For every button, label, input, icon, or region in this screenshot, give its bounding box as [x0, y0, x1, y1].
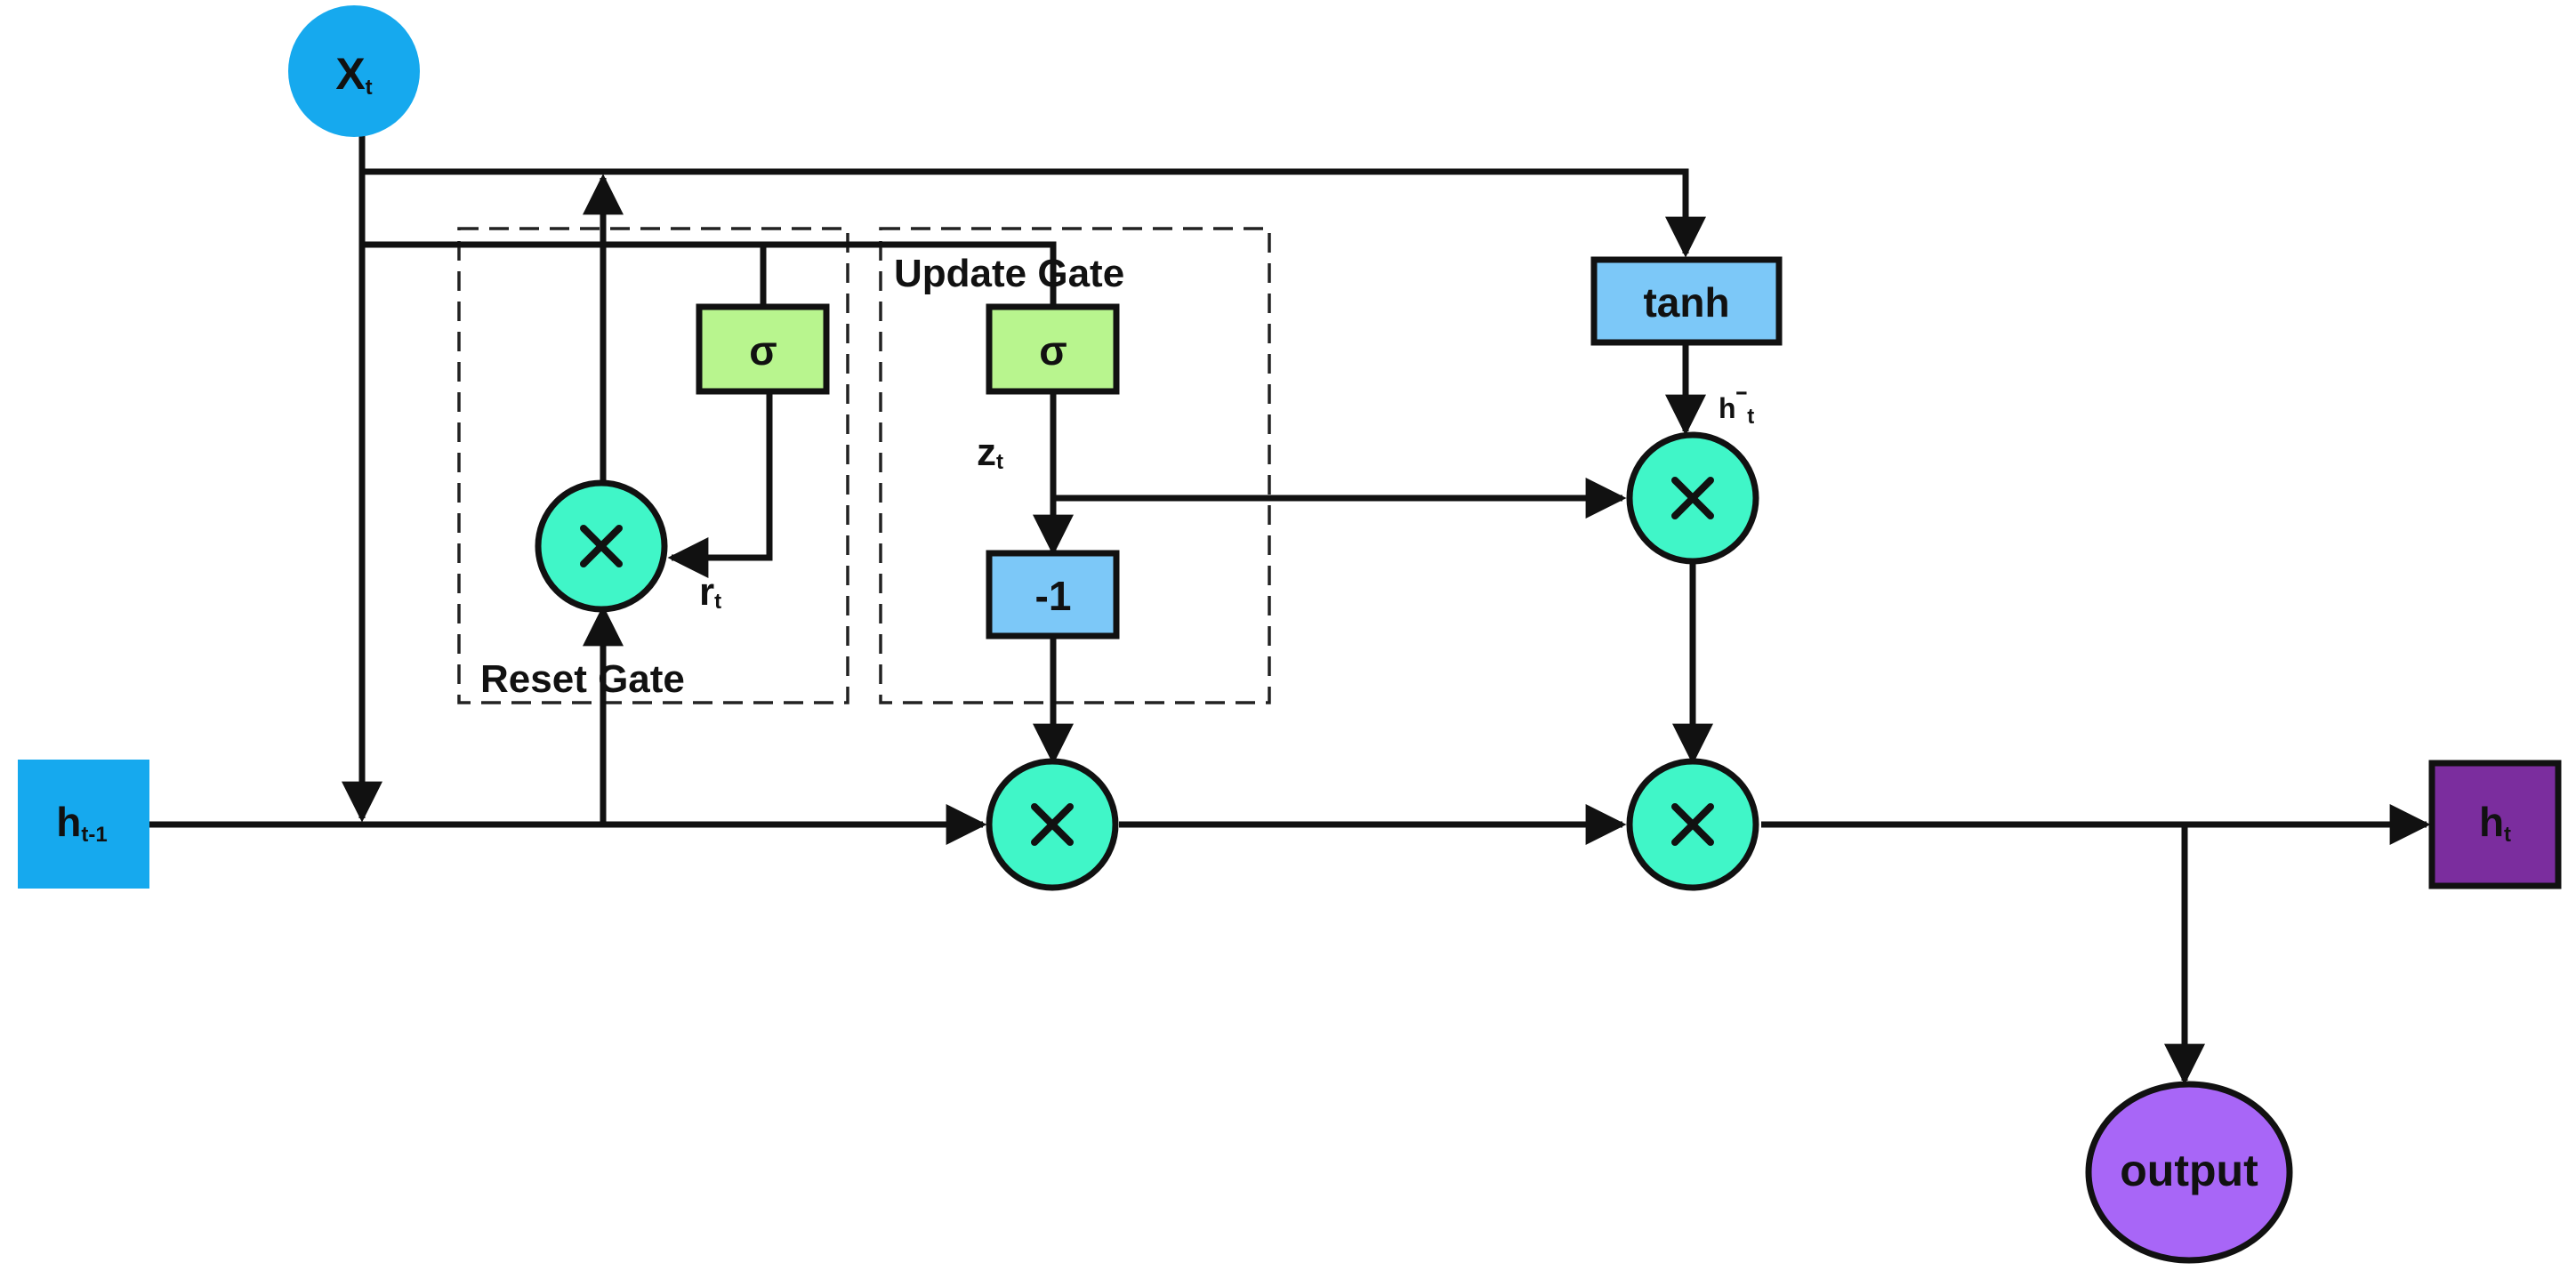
multiply-icon [580, 525, 623, 567]
multiply-icon [1031, 803, 1074, 846]
final-multiply-node [1626, 758, 1759, 891]
multiply-icon [1671, 477, 1714, 519]
update-gate-label: Update Gate [894, 252, 1124, 295]
minus-one-label: -1 [1035, 573, 1072, 619]
reset-gate-box [457, 227, 849, 704]
wire-reset-sigma-to-mult [667, 391, 773, 578]
h-prev-node: ht-1 [18, 760, 149, 889]
tanh-box [1590, 256, 1783, 346]
r-t-label: rt [699, 570, 721, 614]
reset-sigma-box [696, 303, 830, 395]
x-input-node: Xt [288, 5, 420, 137]
tanh-node: tanh [1590, 256, 1783, 346]
update-sigma-box [986, 303, 1120, 395]
reset-sigma-node: σ [696, 303, 830, 395]
mid-multiply-node [986, 758, 1119, 891]
x-input-circle [288, 5, 420, 137]
minus-one-node: -1 [986, 550, 1120, 640]
update-sigma-label: σ [1039, 327, 1067, 374]
wire-x-to-update-sigma [362, 241, 1057, 307]
z-t-label: zt [977, 430, 1003, 474]
reset-sigma-label: σ [749, 327, 777, 374]
output-node: output [2085, 1081, 2293, 1264]
connections [149, 129, 2431, 1085]
multiply-icon [1671, 803, 1714, 846]
h-tilde-label: hˉt [1719, 385, 1754, 429]
minus-one-box [986, 550, 1120, 640]
h-out-node: ht [2428, 760, 2562, 889]
h-prev-label: ht-1 [56, 799, 107, 847]
update-multiply-node [1626, 431, 1759, 565]
reset-gate-label: Reset Gate [480, 657, 685, 701]
h-out-box [2428, 760, 2562, 889]
output-ellipse [2085, 1081, 2293, 1264]
tanh-label: tanh [1643, 279, 1729, 326]
h-prev-box [18, 760, 149, 889]
x-input-label: Xt [335, 49, 372, 100]
wire-x-to-tanh [362, 168, 1706, 258]
update-gate-box [879, 227, 1271, 704]
h-out-label: ht [2479, 799, 2511, 847]
output-label: output [2120, 1146, 2258, 1195]
update-sigma-node: σ [986, 303, 1120, 395]
reset-multiply-node [535, 479, 668, 613]
